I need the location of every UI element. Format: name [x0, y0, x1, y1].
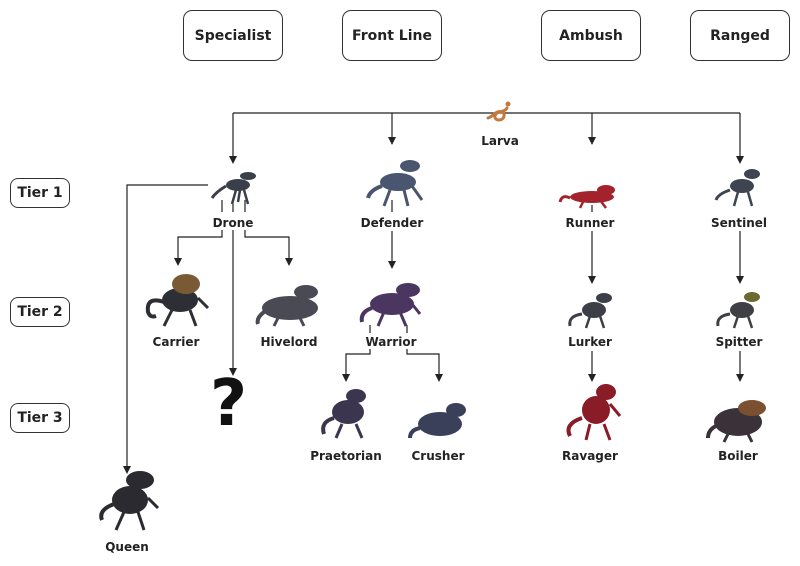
arrow-warrior-crusher: [406, 349, 443, 382]
lurker-sprite: [568, 293, 612, 329]
crusher-sprite: [408, 403, 466, 439]
caste-label-queen: Queen: [103, 540, 151, 554]
role-specialist: Specialist: [183, 10, 283, 61]
caste-label-sentinel: Sentinel: [709, 216, 769, 230]
role-ranged-label: Ranged: [710, 27, 770, 44]
tier-2-label: Tier 2: [17, 304, 63, 320]
tier-3-box: Tier 3: [10, 403, 70, 433]
warrior-stubs: [369, 325, 408, 333]
caste-label-lurker: Lurker: [566, 335, 614, 349]
arrow-drone-hivelord: [244, 230, 293, 266]
caste-label-defender: Defender: [358, 216, 426, 230]
caste-label-spitter: Spitter: [713, 335, 765, 349]
role-ambush-label: Ambush: [559, 27, 623, 44]
ravager-sprite: [566, 384, 622, 441]
role-specialist-label: Specialist: [194, 27, 272, 44]
caste-label-runner: Runner: [563, 216, 617, 230]
hivelord-sprite: [255, 285, 318, 327]
boiler-sprite: [706, 400, 766, 443]
carrier-sprite: [145, 274, 210, 327]
defender-sprite: [366, 160, 424, 207]
caste-label-boiler: Boiler: [716, 449, 760, 463]
tier-1-box: Tier 1: [10, 178, 70, 208]
role-front-line: Front Line: [342, 10, 442, 61]
runner-sprite: [558, 185, 615, 209]
caste-label-crusher: Crusher: [409, 449, 467, 463]
role-ranged: Ranged: [690, 10, 790, 61]
caste-label-warrior: Warrior: [363, 335, 419, 349]
arrow-warrior-praetorian: [342, 349, 371, 382]
caste-label-drone: Drone: [210, 216, 256, 230]
caste-label-hivelord: Hivelord: [258, 335, 320, 349]
larva-sprite: [486, 101, 511, 122]
caste-label-larva: Larva: [479, 134, 521, 148]
caste-label-praetorian: Praetorian: [308, 449, 384, 463]
drone-sprite: [210, 172, 256, 205]
role-ambush: Ambush: [541, 10, 641, 61]
warrior-sprite: [359, 283, 422, 327]
tier-2-box: Tier 2: [10, 297, 70, 327]
spitter-sprite: [716, 292, 760, 329]
queen-sprite: [99, 471, 160, 531]
unknown-caste-question-mark: ?: [210, 367, 248, 441]
sentinel-sprite: [714, 169, 760, 207]
arrow-drone-queen: [123, 184, 208, 474]
caste-label-carrier: Carrier: [150, 335, 202, 349]
tier-1-label: Tier 1: [17, 185, 63, 201]
tier-3-label: Tier 3: [17, 410, 63, 426]
arrow-drone-carrier: [174, 230, 223, 266]
role-front-line-label: Front Line: [352, 27, 432, 44]
praetorian-sprite: [321, 389, 366, 439]
caste-label-ravager: Ravager: [560, 449, 620, 463]
